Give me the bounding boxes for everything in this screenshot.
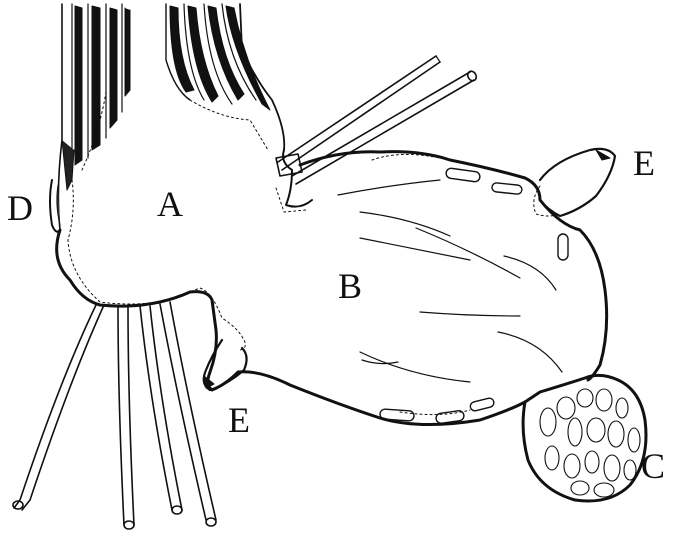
label-C: C — [641, 448, 665, 484]
tubes-lower — [13, 302, 216, 529]
label-E-lower: E — [228, 402, 250, 438]
tubes-upper-right — [276, 56, 478, 184]
label-A: A — [157, 186, 183, 222]
body-B-creases — [338, 180, 562, 382]
label-E-upper: E — [633, 145, 655, 181]
label-D: D — [7, 190, 33, 226]
label-B: B — [338, 268, 362, 304]
vesicles-upper — [445, 168, 568, 260]
body-A-outline — [57, 230, 525, 425]
tube-band-left — [58, 4, 130, 230]
tube-band-right — [166, 4, 284, 150]
lobe-C — [523, 375, 646, 501]
